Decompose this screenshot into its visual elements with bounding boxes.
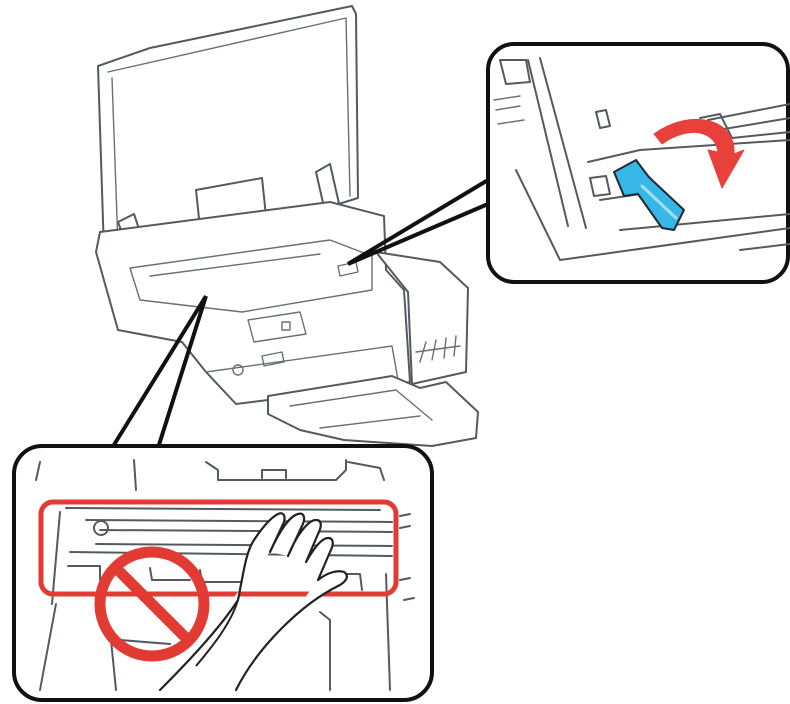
do-not-touch-callout (14, 446, 432, 700)
